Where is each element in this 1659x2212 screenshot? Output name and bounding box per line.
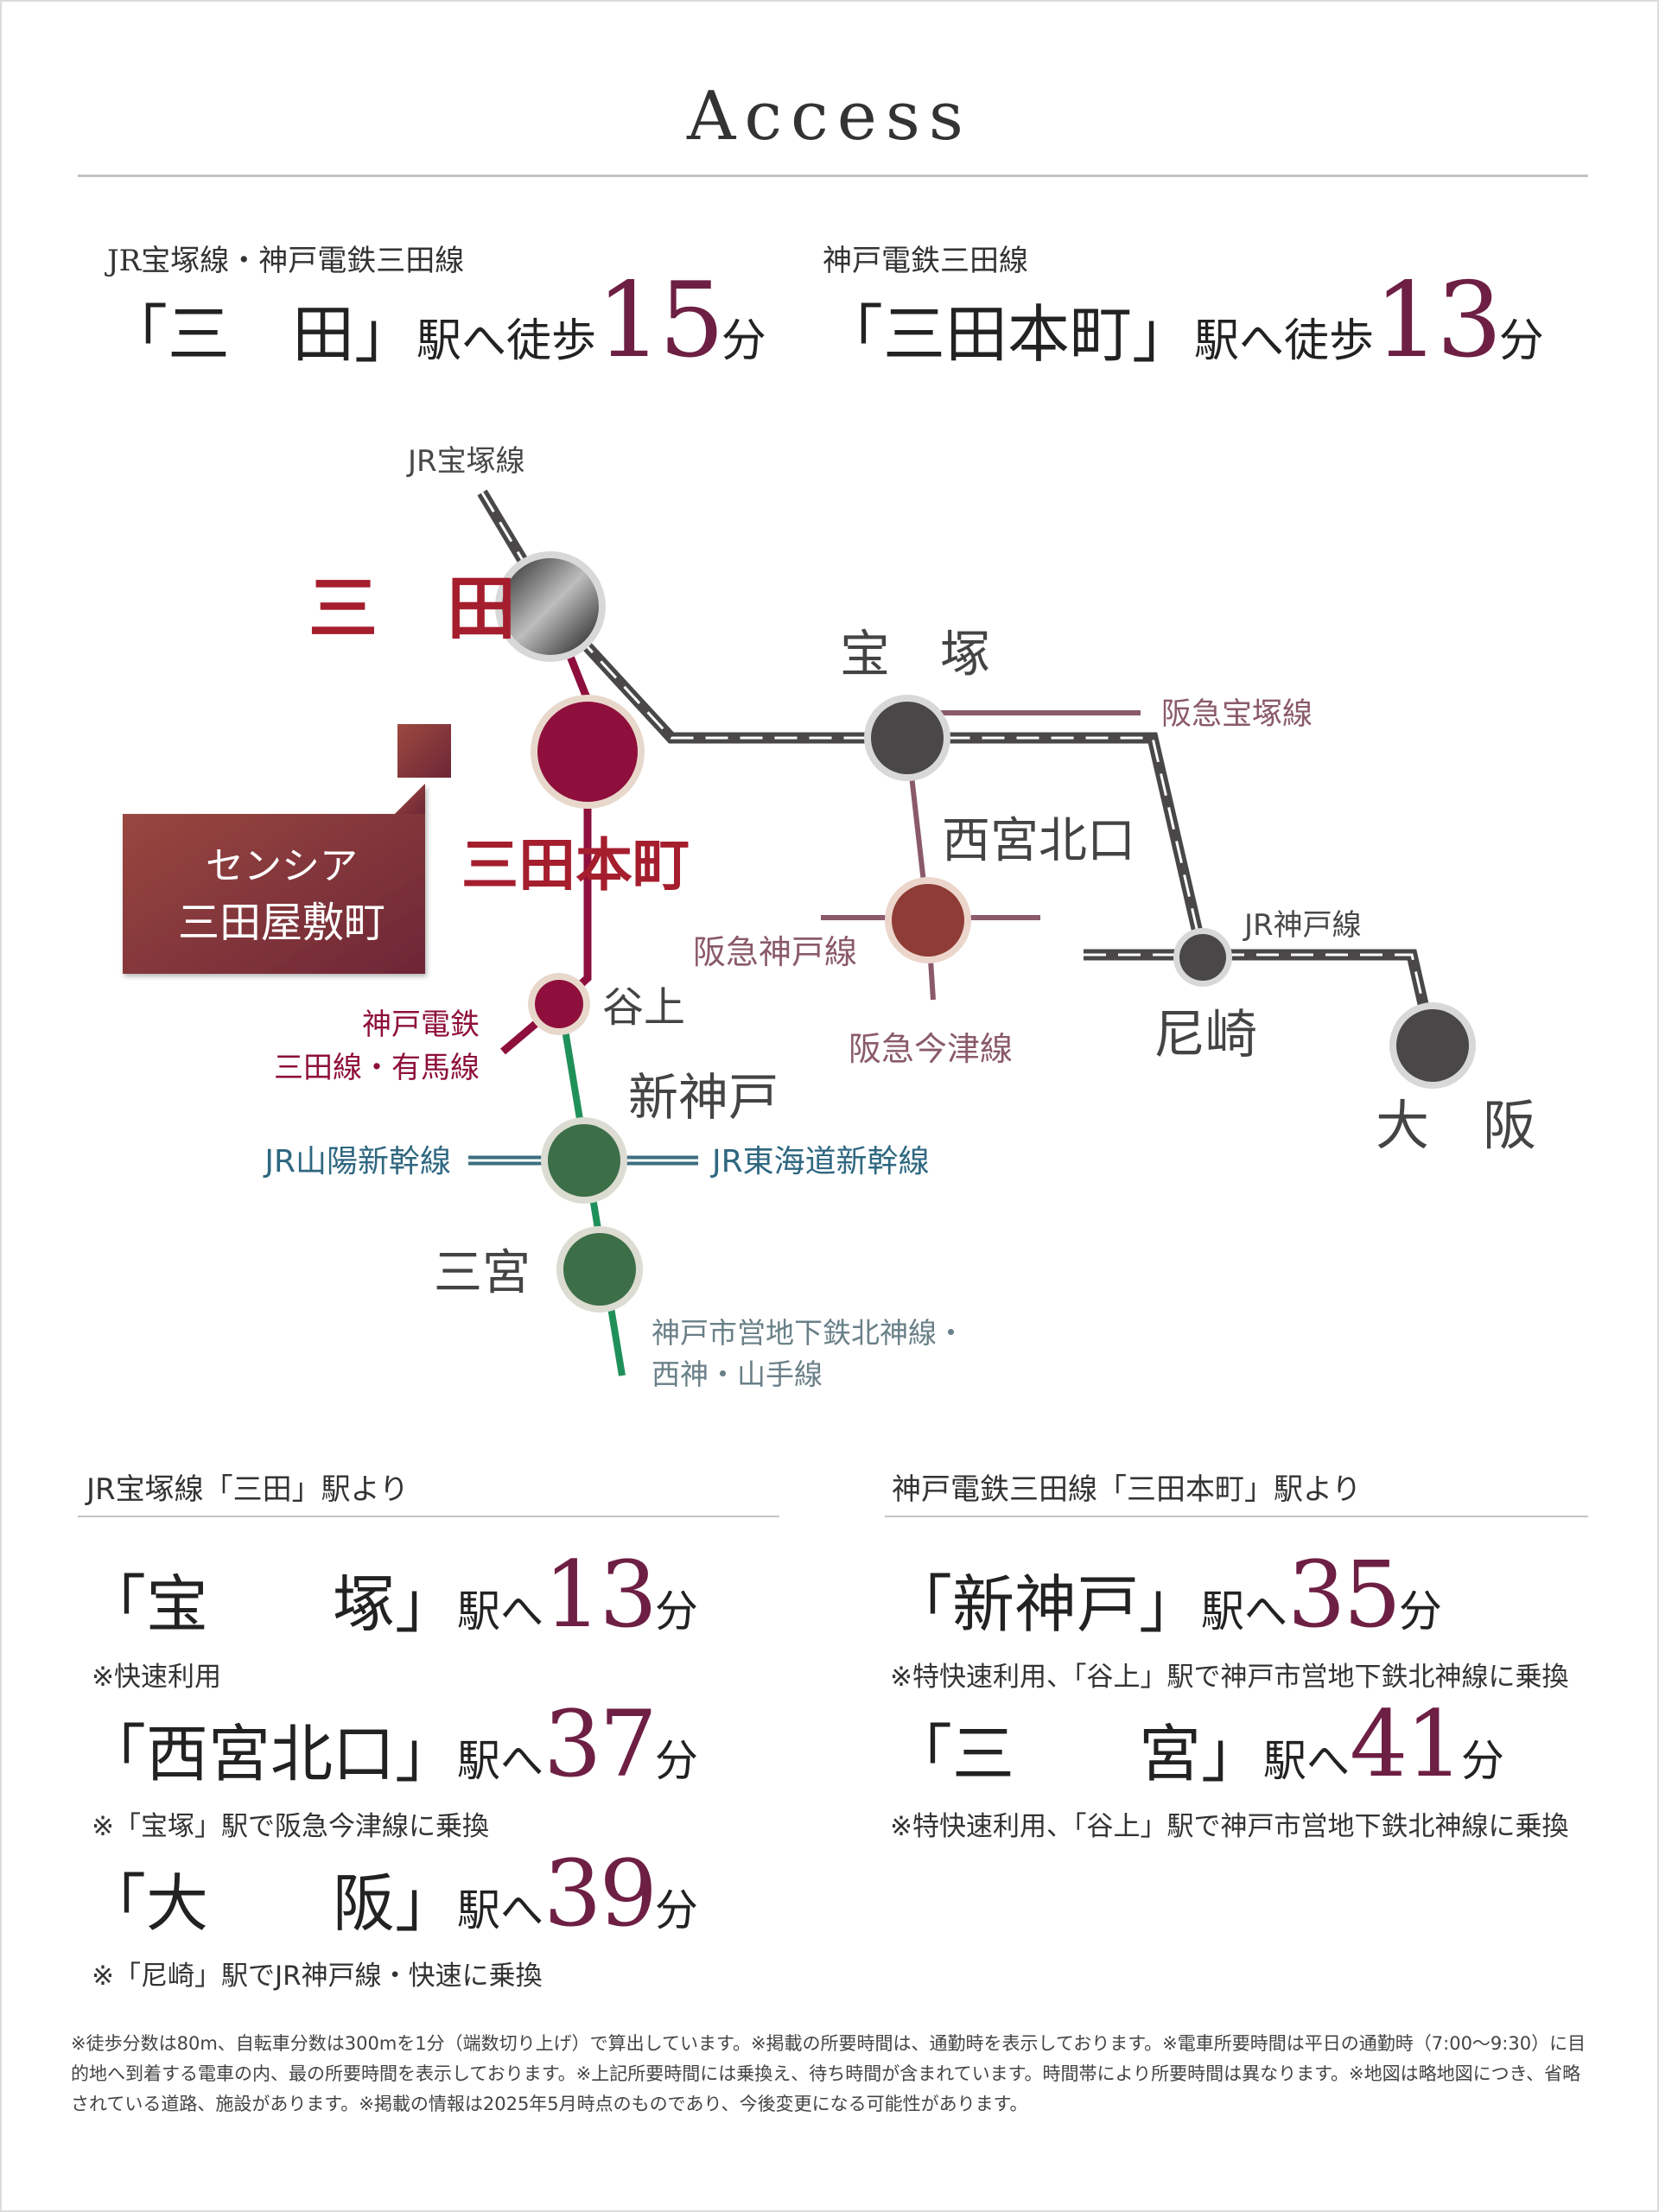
unit: 分 [1460, 1736, 1504, 1786]
station-sannomiya [556, 1226, 643, 1313]
route-map: センシア 三田屋敷町 JR宝塚線 阪急宝塚線 JR神戸線 阪急神戸線 阪急今津線… [123, 444, 1536, 1391]
unit: 分 [654, 1586, 698, 1637]
station-name: 「新神戸」 [890, 1568, 1202, 1641]
label-jr-tokaido-shinkansen: JR東海道新幹線 [710, 1144, 930, 1179]
route-note: ※快速利用 [92, 1662, 221, 1693]
unit: 分 [654, 1885, 698, 1936]
walk-suffix: 駅へ徒歩 [416, 315, 597, 367]
property-label-box [123, 784, 425, 974]
label-jr-kobe: JR神戸線 [1243, 908, 1362, 943]
label-hankyu-kobe: 阪急神戸線 [693, 933, 857, 971]
station-name: 「三 田」 [105, 298, 417, 371]
route-note: ※「尼崎」駅でJR神戸線・快速に乗換 [92, 1961, 543, 1992]
station-sanda-honmachi [531, 695, 645, 809]
label-subway-2: 西神・山手線 [652, 1357, 823, 1391]
unit: 分 [1398, 1586, 1442, 1637]
minutes: 39 [543, 1840, 658, 1947]
walk-suffix: 駅へ徒歩 [1194, 315, 1375, 367]
walk-access-honmachi: 「三田本町」駅へ徒歩13分 [821, 261, 1544, 381]
route-nishinomiya: 「西宮北口」駅へ37分 [84, 1691, 698, 1797]
unit: 分 [654, 1736, 698, 1786]
station-amagasaki [1173, 928, 1232, 987]
property-callout: センシア 三田屋敷町 [123, 724, 451, 974]
minutes: 41 [1350, 1691, 1464, 1797]
route-note: ※「宝塚」駅で阪急今津線に乗換 [92, 1811, 489, 1842]
minutes-unit: 分 [721, 315, 766, 367]
station-label-amagasaki: 尼崎 [1154, 1005, 1257, 1065]
route-osaka: 「大 阪」駅へ39分 [84, 1840, 698, 1947]
walk-access-sanda: 「三 田」駅へ徒歩15分 [105, 261, 766, 381]
station-label-sannomiya: 三宮 [434, 1245, 531, 1301]
access-line-label: JR宝塚線・神戸電鉄三田線 [107, 244, 465, 278]
station-osaka [1389, 1002, 1476, 1089]
label-kobe-dentetsu-2: 三田線・有馬線 [274, 1051, 480, 1085]
walk-minutes: 15 [596, 261, 725, 381]
section-heading-honmachi: 神戸電鉄三田線「三田本町」駅より [892, 1472, 1362, 1507]
station-name: 「三 宮」 [890, 1718, 1264, 1790]
property-name-line1: センシア [206, 844, 358, 888]
station-nishinomiya-kitaguchi [885, 877, 971, 963]
property-marker [397, 724, 451, 778]
subway-line [562, 1029, 626, 1376]
walk-minutes: 13 [1374, 261, 1503, 381]
page-title: Access [687, 78, 972, 156]
jr-kobe-line [1084, 949, 1439, 1047]
station-label-tanigami: 谷上 [602, 983, 685, 1032]
station-tanigami [528, 973, 590, 1035]
access-line-label: 神戸電鉄三田線 [823, 244, 1028, 278]
route-sannomiya: 「三 宮」駅へ41分 [890, 1691, 1504, 1797]
station-label-osaka: 大 阪 [1376, 1094, 1536, 1157]
station-shinkobe [541, 1117, 627, 1204]
station-name: 「三田本町」 [821, 298, 1195, 371]
route-shinkobe: 「新神戸」駅へ35分 [890, 1541, 1442, 1648]
station-label-nishinomiya: 西宮北口 [942, 813, 1135, 869]
suffix: 駅へ [457, 1736, 544, 1786]
route-takarazuka: 「宝 塚」駅へ13分 [84, 1541, 698, 1648]
minutes-unit: 分 [1498, 315, 1544, 367]
station-label-takarazuka: 宝 塚 [840, 625, 990, 683]
label-jr-sanyo-shinkansen: JR山陽新幹線 [263, 1144, 451, 1179]
suffix: 駅へ [1201, 1586, 1288, 1637]
section-divider [885, 1516, 1588, 1517]
label-hankyu-takarazuka: 阪急宝塚線 [1161, 697, 1313, 732]
label-kobe-dentetsu-1: 神戸電鉄 [362, 1007, 480, 1042]
title-divider [78, 175, 1588, 177]
station-label-shinkobe: 新神戸 [628, 1068, 779, 1127]
station-sanda [495, 551, 606, 662]
station-name: 「大 阪」 [84, 1867, 458, 1940]
station-name: 「宝 塚」 [84, 1568, 458, 1641]
route-note: ※特快速利用、「谷上」駅で神戸市営地下鉄北神線に乗換 [890, 1662, 1569, 1693]
section-heading-sanda: JR宝塚線「三田」駅より [86, 1472, 409, 1507]
minutes: 13 [543, 1541, 658, 1648]
station-name: 「西宮北口」 [84, 1718, 458, 1790]
minutes: 35 [1287, 1541, 1402, 1648]
section-divider [78, 1516, 779, 1517]
suffix: 駅へ [457, 1586, 544, 1637]
station-label-sanda: 三 田 [308, 568, 516, 649]
station-label-sanda-honmachi: 三田本町 [461, 831, 690, 899]
label-hankyu-imazu: 阪急今津線 [849, 1030, 1013, 1068]
suffix: 駅へ [457, 1885, 544, 1936]
footnote: ※徒歩分数は80m、自転車分数は300mを1分（端数切り上げ）で算出しています。… [71, 2033, 1586, 2114]
property-name-line2: 三田屋敷町 [178, 899, 385, 947]
suffix: 駅へ [1263, 1736, 1351, 1786]
route-note: ※特快速利用、「谷上」駅で神戸市営地下鉄北神線に乗換 [890, 1811, 1569, 1842]
label-subway-1: 神戸市営地下鉄北神線・ [652, 1316, 965, 1350]
label-jr-takarazuka: JR宝塚線 [406, 444, 525, 479]
minutes: 37 [543, 1691, 658, 1797]
station-takarazuka [864, 695, 950, 781]
